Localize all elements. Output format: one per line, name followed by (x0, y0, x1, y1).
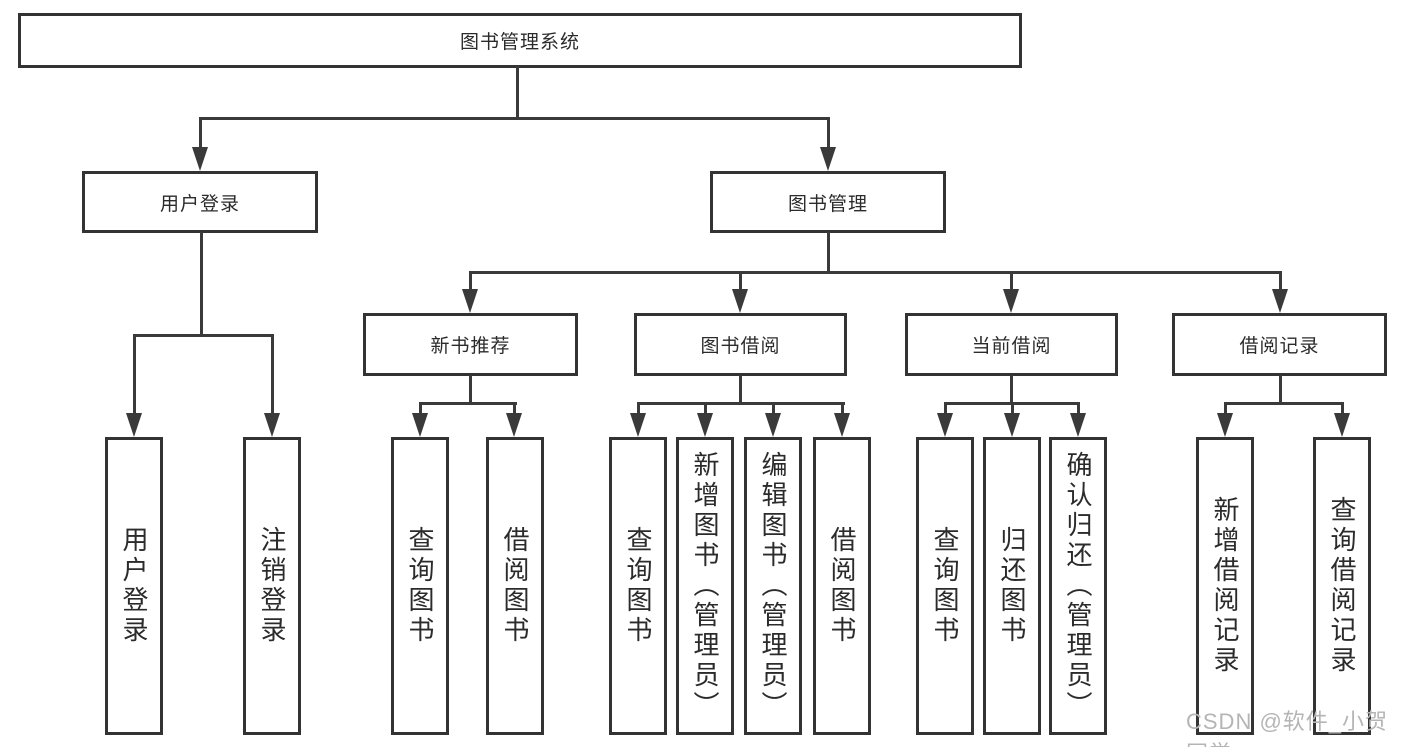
arrowhead-down-icon (412, 413, 428, 437)
arrowhead-down-icon (462, 289, 478, 313)
leaf-logout-label: 注销登录 (257, 526, 287, 646)
connector-userlogin-rail (133, 334, 274, 337)
arrowhead-down-icon (834, 413, 850, 437)
arrowhead-down-icon (732, 289, 748, 313)
arrowhead-down-icon (1272, 289, 1288, 313)
node-book-borrow: 图书借阅 (634, 313, 847, 376)
node-book-borrow-label: 图书借阅 (700, 336, 781, 357)
arrowhead-down-icon (937, 413, 953, 437)
leaf-currentborrow-query: 查询图书 (916, 437, 974, 735)
connector-newbook-drop-2 (513, 402, 516, 416)
connector-currentborrow-drop-3 (1077, 402, 1080, 416)
node-user-login-label: 用户登录 (159, 193, 240, 215)
connector-bookmgmt-drop-4 (1279, 271, 1282, 292)
node-book-mgmt: 图书管理 (710, 171, 946, 233)
arrowhead-down-icon (1003, 289, 1019, 313)
node-current-borrow-label: 当前借阅 (971, 336, 1052, 357)
connector-borrowrecord-stem (1279, 375, 1282, 404)
node-borrow-record-label: 借阅记录 (1239, 336, 1320, 357)
connector-userlogin-drop-1 (133, 334, 136, 416)
arrowhead-down-icon (765, 413, 781, 437)
node-current-borrow: 当前借阅 (905, 313, 1118, 376)
leaf-currentborrow-return-label: 归还图书 (997, 526, 1027, 646)
connector-borrowrecord-drop-1 (1224, 402, 1227, 416)
arrowhead-down-icon (1217, 413, 1233, 437)
connector-borrowrecord-drop-2 (1341, 402, 1344, 416)
arrowhead-down-icon (264, 413, 280, 437)
leaf-currentborrow-query-label: 查询图书 (930, 526, 960, 646)
node-new-book: 新书推荐 (363, 313, 578, 376)
leaf-newbook-borrow-label: 借阅图书 (500, 526, 530, 646)
connector-bookmgmt-rail (469, 271, 1282, 274)
connector-currentborrow-drop-1 (944, 402, 947, 416)
leaf-newbook-query-label: 查询图书 (405, 526, 435, 646)
arrowhead-down-icon (506, 413, 522, 437)
leaf-user-login: 用户登录 (105, 437, 163, 735)
leaf-record-query-label: 查询借阅记录 (1327, 496, 1357, 676)
arrowhead-down-icon (820, 147, 836, 171)
leaf-record-add: 新增借阅记录 (1196, 437, 1254, 735)
connector-bookborrow-drop-2 (704, 402, 707, 416)
connector-currentborrow-drop-2 (1011, 402, 1014, 416)
leaf-currentborrow-confirm: 确认归还（管理员） (1049, 437, 1107, 735)
leaf-currentborrow-confirm-label: 确认归还（管理员） (1063, 451, 1093, 721)
connector-bookborrow-rail (637, 402, 845, 405)
connector-currentborrow-stem (1010, 375, 1013, 404)
arrowhead-down-icon (697, 413, 713, 437)
leaf-bookborrow-query: 查询图书 (609, 437, 667, 735)
connector-borrowrecord-rail (1224, 402, 1344, 405)
connector-newbook-drop-1 (419, 402, 422, 416)
connector-bookborrow-stem (739, 375, 742, 404)
leaf-record-add-label: 新增借阅记录 (1210, 496, 1240, 676)
node-book-mgmt-label: 图书管理 (787, 193, 868, 215)
connector-root-rail (199, 117, 830, 120)
leaf-record-query: 查询借阅记录 (1313, 437, 1371, 735)
arrowhead-down-icon (1334, 413, 1350, 437)
arrowhead-down-icon (1070, 413, 1086, 437)
connector-newbook-rail (419, 402, 517, 405)
leaf-bookborrow-borrow-label: 借阅图书 (827, 526, 857, 646)
node-new-book-label: 新书推荐 (430, 336, 511, 357)
leaf-bookborrow-query-label: 查询图书 (623, 526, 653, 646)
leaf-logout: 注销登录 (243, 437, 301, 735)
arrowhead-down-icon (192, 147, 208, 171)
connector-bookborrow-drop-4 (841, 402, 844, 416)
leaf-newbook-borrow: 借阅图书 (486, 437, 544, 735)
node-root: 图书管理系统 (18, 13, 1022, 68)
leaf-bookborrow-add: 新增图书（管理员） (676, 437, 734, 735)
leaf-bookborrow-edit-label: 编辑图书（管理员） (758, 451, 788, 721)
leaf-user-login-label: 用户登录 (119, 526, 149, 646)
connector-bookmgmt-drop-1 (469, 271, 472, 292)
node-borrow-record: 借阅记录 (1172, 313, 1387, 376)
connector-bookmgmt-drop-3 (1010, 271, 1013, 292)
arrowhead-down-icon (126, 413, 142, 437)
leaf-bookborrow-add-label: 新增图书（管理员） (690, 451, 720, 721)
node-root-label: 图书管理系统 (459, 32, 580, 53)
arrowhead-down-icon (630, 413, 646, 437)
arrowhead-down-icon (1004, 413, 1020, 437)
connector-root-drop-right (827, 117, 830, 151)
connector-userlogin-drop-2 (271, 334, 274, 416)
connector-root-drop-left (199, 117, 202, 151)
node-user-login: 用户登录 (82, 171, 318, 233)
connector-bookborrow-drop-1 (637, 402, 640, 416)
connector-bookmgmt-drop-2 (739, 271, 742, 292)
csdn-watermark: CSDN @软件_小贺同学 (1186, 709, 1389, 747)
connector-newbook-stem (469, 375, 472, 404)
leaf-bookborrow-borrow: 借阅图书 (813, 437, 871, 735)
connector-bookborrow-drop-3 (772, 402, 775, 416)
connector-root-stem (516, 66, 519, 120)
leaf-currentborrow-return: 归还图书 (983, 437, 1041, 735)
connector-userlogin-stem (200, 232, 203, 336)
connector-bookmgmt-stem (827, 232, 830, 274)
leaf-newbook-query: 查询图书 (391, 437, 449, 735)
leaf-bookborrow-edit: 编辑图书（管理员） (744, 437, 802, 735)
